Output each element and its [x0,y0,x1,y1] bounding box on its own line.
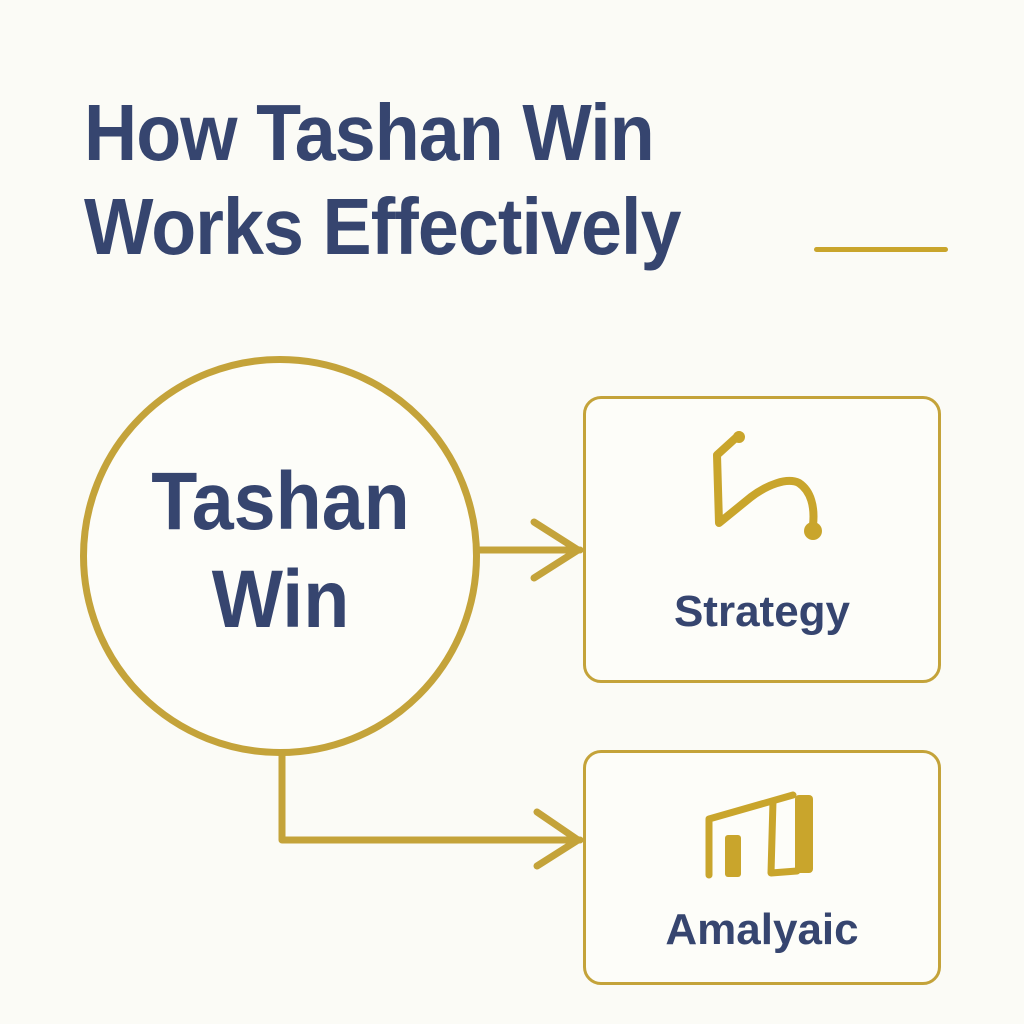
title-line-2: Works Effectively [84,182,682,271]
bar-chart-icon [705,791,813,879]
strategy-label: Strategy [673,587,851,636]
strategy-path-icon [713,431,822,540]
hub-label-line-1: Tashan [150,456,410,547]
hub-label: Tashan Win [151,453,410,649]
title-accent-line [814,247,948,252]
arrow-to-strategy-head [530,518,582,582]
hub-label-line-2: Win [211,554,349,645]
arrow-to-analytic-line [278,750,584,844]
title-line-1: How Tashan Win [84,88,655,177]
arrow-to-analytic-head [533,808,582,870]
analytic-card: Amalyaic [583,750,941,985]
page-title: How Tashan Win Works Effectively [84,86,682,274]
hub-circle: Tashan Win [80,356,480,756]
strategy-card: Strategy [583,396,941,683]
analytic-label: Amalyaic [665,905,859,954]
